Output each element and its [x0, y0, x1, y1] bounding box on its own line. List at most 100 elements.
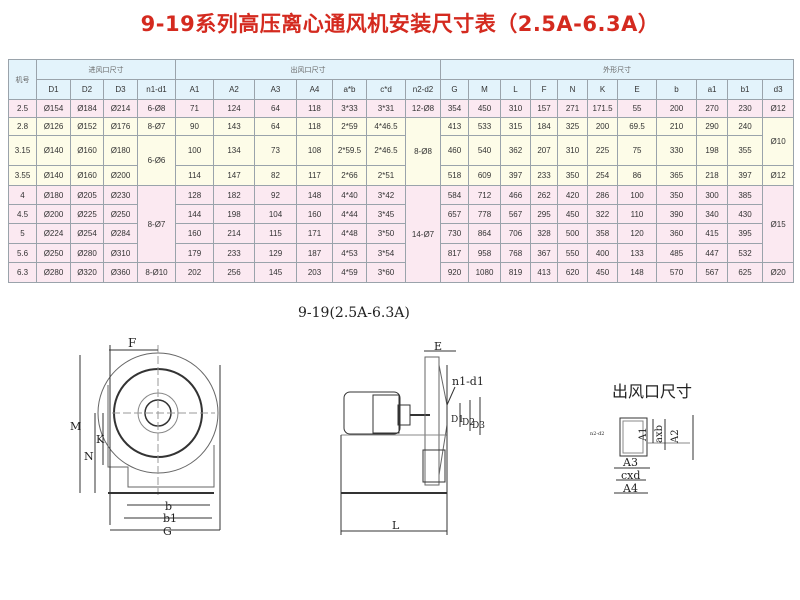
table-cell: 8-Ø8 — [404, 117, 442, 186]
table-cell: 179 — [175, 243, 214, 263]
table-cell: 4*40 — [332, 185, 367, 205]
label-n1-d1: n1-d1 — [452, 375, 484, 388]
table-cell: 328 — [530, 223, 559, 244]
label-E: E — [434, 340, 442, 353]
table-cell: 730 — [440, 223, 470, 244]
table-cell: 104 — [254, 204, 297, 224]
table-cell: 69.5 — [617, 117, 658, 136]
table-cell: 6-Ø6 — [137, 135, 176, 186]
table-cell: 286 — [587, 185, 619, 205]
outlet-title: 出风口尺寸 — [612, 382, 692, 401]
label-A1: A1 — [638, 427, 649, 442]
table-cell: 12-Ø8 — [404, 99, 442, 118]
table-cell: 124 — [213, 99, 255, 118]
label-n2-d2: n2-d2 — [590, 431, 604, 437]
table-cell: 420 — [557, 185, 589, 205]
table-cell: 310 — [557, 135, 589, 166]
table-cell: 3*33 — [332, 99, 367, 118]
table-cell: 225 — [587, 135, 619, 166]
table-cell: 171.5 — [587, 99, 619, 118]
table-cell: 415 — [696, 223, 729, 244]
table-cell: 485 — [656, 243, 698, 263]
table-cell: 134 — [213, 135, 255, 166]
table-cell: 447 — [696, 243, 729, 263]
column-header-a1: A1 — [175, 79, 214, 100]
table-cell: 157 — [530, 99, 559, 118]
table-cell: 8-Ø7 — [137, 117, 176, 136]
table-cell: 55 — [617, 99, 658, 118]
table-cell: 2*46.5 — [366, 135, 406, 166]
table-cell: Ø160 — [70, 135, 104, 166]
table-cell: 71 — [175, 99, 214, 118]
table-cell: Ø205 — [70, 185, 104, 205]
table-cell: 110 — [617, 204, 658, 224]
table-cell: Ø180 — [36, 185, 71, 205]
table-cell: 567 — [696, 262, 729, 283]
table-cell: Ø10 — [762, 117, 795, 166]
table-cell: 413 — [530, 262, 559, 283]
table-cell: 819 — [500, 262, 532, 283]
column-header-a3: A3 — [254, 79, 297, 100]
table-cell: 8-Ø7 — [137, 185, 176, 263]
table-cell: 92 — [254, 185, 297, 205]
table-cell: 532 — [727, 243, 764, 263]
table-cell: 390 — [656, 204, 698, 224]
table-cell: Ø230 — [103, 185, 138, 205]
label-N: N — [84, 450, 94, 463]
column-header-a4: A4 — [296, 79, 333, 100]
table-cell: Ø160 — [70, 165, 104, 186]
table-cell: Ø280 — [36, 262, 71, 283]
table-cell: Ø214 — [103, 99, 138, 118]
table-cell: 202 — [175, 262, 214, 283]
table-cell: 230 — [727, 99, 764, 118]
table-cell: 3*42 — [366, 185, 406, 205]
label-D1: D1 — [451, 415, 464, 425]
table-cell: Ø254 — [70, 223, 104, 244]
table-cell: 254 — [587, 165, 619, 186]
table-cell: 214 — [213, 223, 255, 244]
table-cell: 450 — [587, 262, 619, 283]
column-header-f: F — [530, 79, 559, 100]
column-header-m: M — [468, 79, 502, 100]
table-cell: 171 — [296, 223, 333, 244]
table-cell: 128 — [175, 185, 214, 205]
table-cell: 706 — [500, 223, 532, 244]
model-cell: 2.8 — [8, 117, 37, 136]
side-view: E n1-d1 D1 D2 D3 L — [340, 340, 485, 535]
table-cell: Ø224 — [36, 223, 71, 244]
table-cell: 817 — [440, 243, 470, 263]
table-cell: Ø310 — [103, 243, 138, 263]
table-cell: 73 — [254, 135, 297, 166]
table-cell: 108 — [296, 135, 333, 166]
table-cell: 160 — [296, 204, 333, 224]
table-cell: 148 — [617, 262, 658, 283]
drawing-subtitle: 9-19(2.5A-6.3A) — [298, 305, 410, 321]
table-cell: 198 — [696, 135, 729, 166]
label-F: F — [128, 336, 136, 350]
table-cell: 129 — [254, 243, 297, 263]
table-cell: Ø180 — [103, 135, 138, 166]
table-cell: 3*45 — [366, 204, 406, 224]
table-cell: 450 — [468, 99, 502, 118]
column-header-b: b — [656, 79, 698, 100]
column-header-l: L — [500, 79, 532, 100]
table-cell: 147 — [213, 165, 255, 186]
column-header-d3: D3 — [103, 79, 138, 100]
table-cell: 8-Ø10 — [137, 262, 176, 283]
model-cell: 5.6 — [8, 243, 37, 263]
table-cell: 207 — [530, 135, 559, 166]
table-cell: 778 — [468, 204, 502, 224]
model-cell: 6.3 — [8, 262, 37, 283]
table-cell: Ø140 — [36, 135, 71, 166]
table-cell: 184 — [530, 117, 559, 136]
table-cell: 144 — [175, 204, 214, 224]
table-cell: 518 — [440, 165, 470, 186]
table-cell: 2*51 — [366, 165, 406, 186]
table-cell: 2*66 — [332, 165, 367, 186]
table-cell: 82 — [254, 165, 297, 186]
table-cell: 256 — [213, 262, 255, 283]
